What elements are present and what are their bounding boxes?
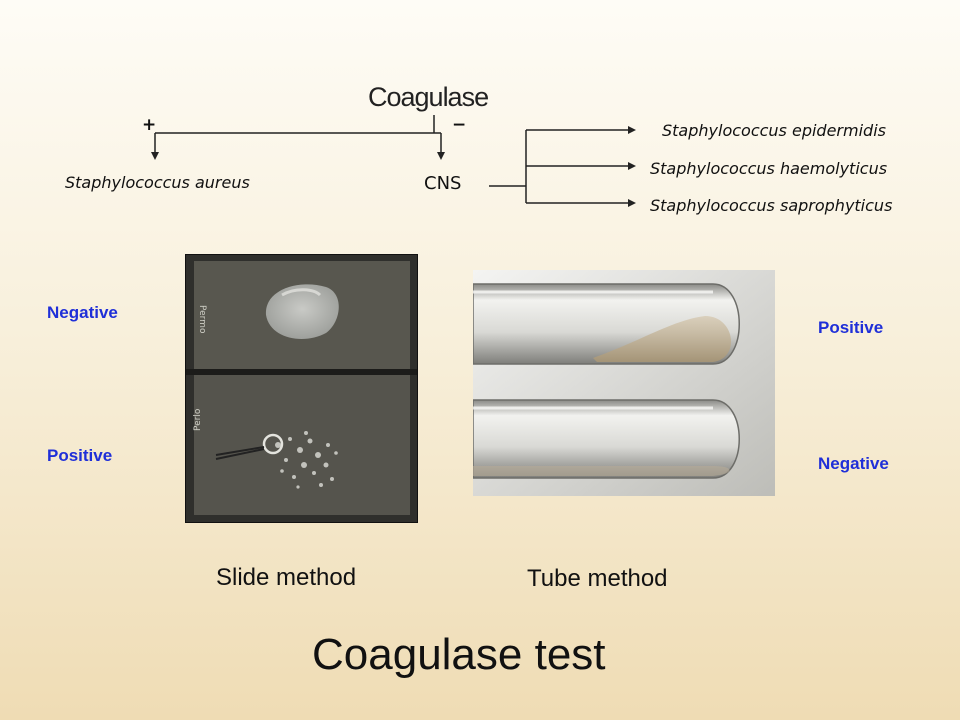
lower-tube bbox=[473, 399, 740, 479]
coagulase-root-label: Coagulase bbox=[368, 82, 489, 112]
staph-aureus-label: Staphylococcus aureus bbox=[65, 173, 250, 192]
positive-clump bbox=[275, 431, 338, 489]
staph-epidermidis-label: Staphylococcus epidermidis bbox=[662, 121, 886, 140]
tube-method-photo bbox=[473, 270, 775, 496]
inoculating-loop bbox=[262, 433, 284, 455]
tube-illustration bbox=[473, 270, 775, 496]
staph-haemolyticus-label: Staphylococcus haemolyticus bbox=[650, 159, 888, 178]
clot bbox=[593, 316, 732, 362]
slide-positive-label: Positive bbox=[47, 446, 113, 465]
tube-negative-label: Negative bbox=[818, 454, 889, 473]
minus-sign: − bbox=[452, 115, 467, 135]
staph-saprophyticus-label: Staphylococcus saprophyticus bbox=[650, 196, 893, 215]
slide-label-top: Permo bbox=[197, 305, 207, 334]
slide-method-caption: Slide method bbox=[216, 564, 357, 591]
negative-drop bbox=[265, 284, 339, 339]
cns-label: CNS bbox=[424, 173, 462, 194]
plus-sign: + bbox=[142, 115, 157, 135]
page-title: Coagulase test bbox=[312, 630, 606, 679]
slide-label-bottom: Perlo bbox=[193, 408, 203, 431]
slide-method-photo: Permo Perlo bbox=[185, 254, 418, 523]
tube-method-caption: Tube method bbox=[527, 565, 668, 592]
tube-positive-label: Positive bbox=[818, 318, 884, 337]
slide-negative-label: Negative bbox=[47, 303, 118, 322]
slide-illustration: Permo Perlo bbox=[186, 255, 417, 522]
